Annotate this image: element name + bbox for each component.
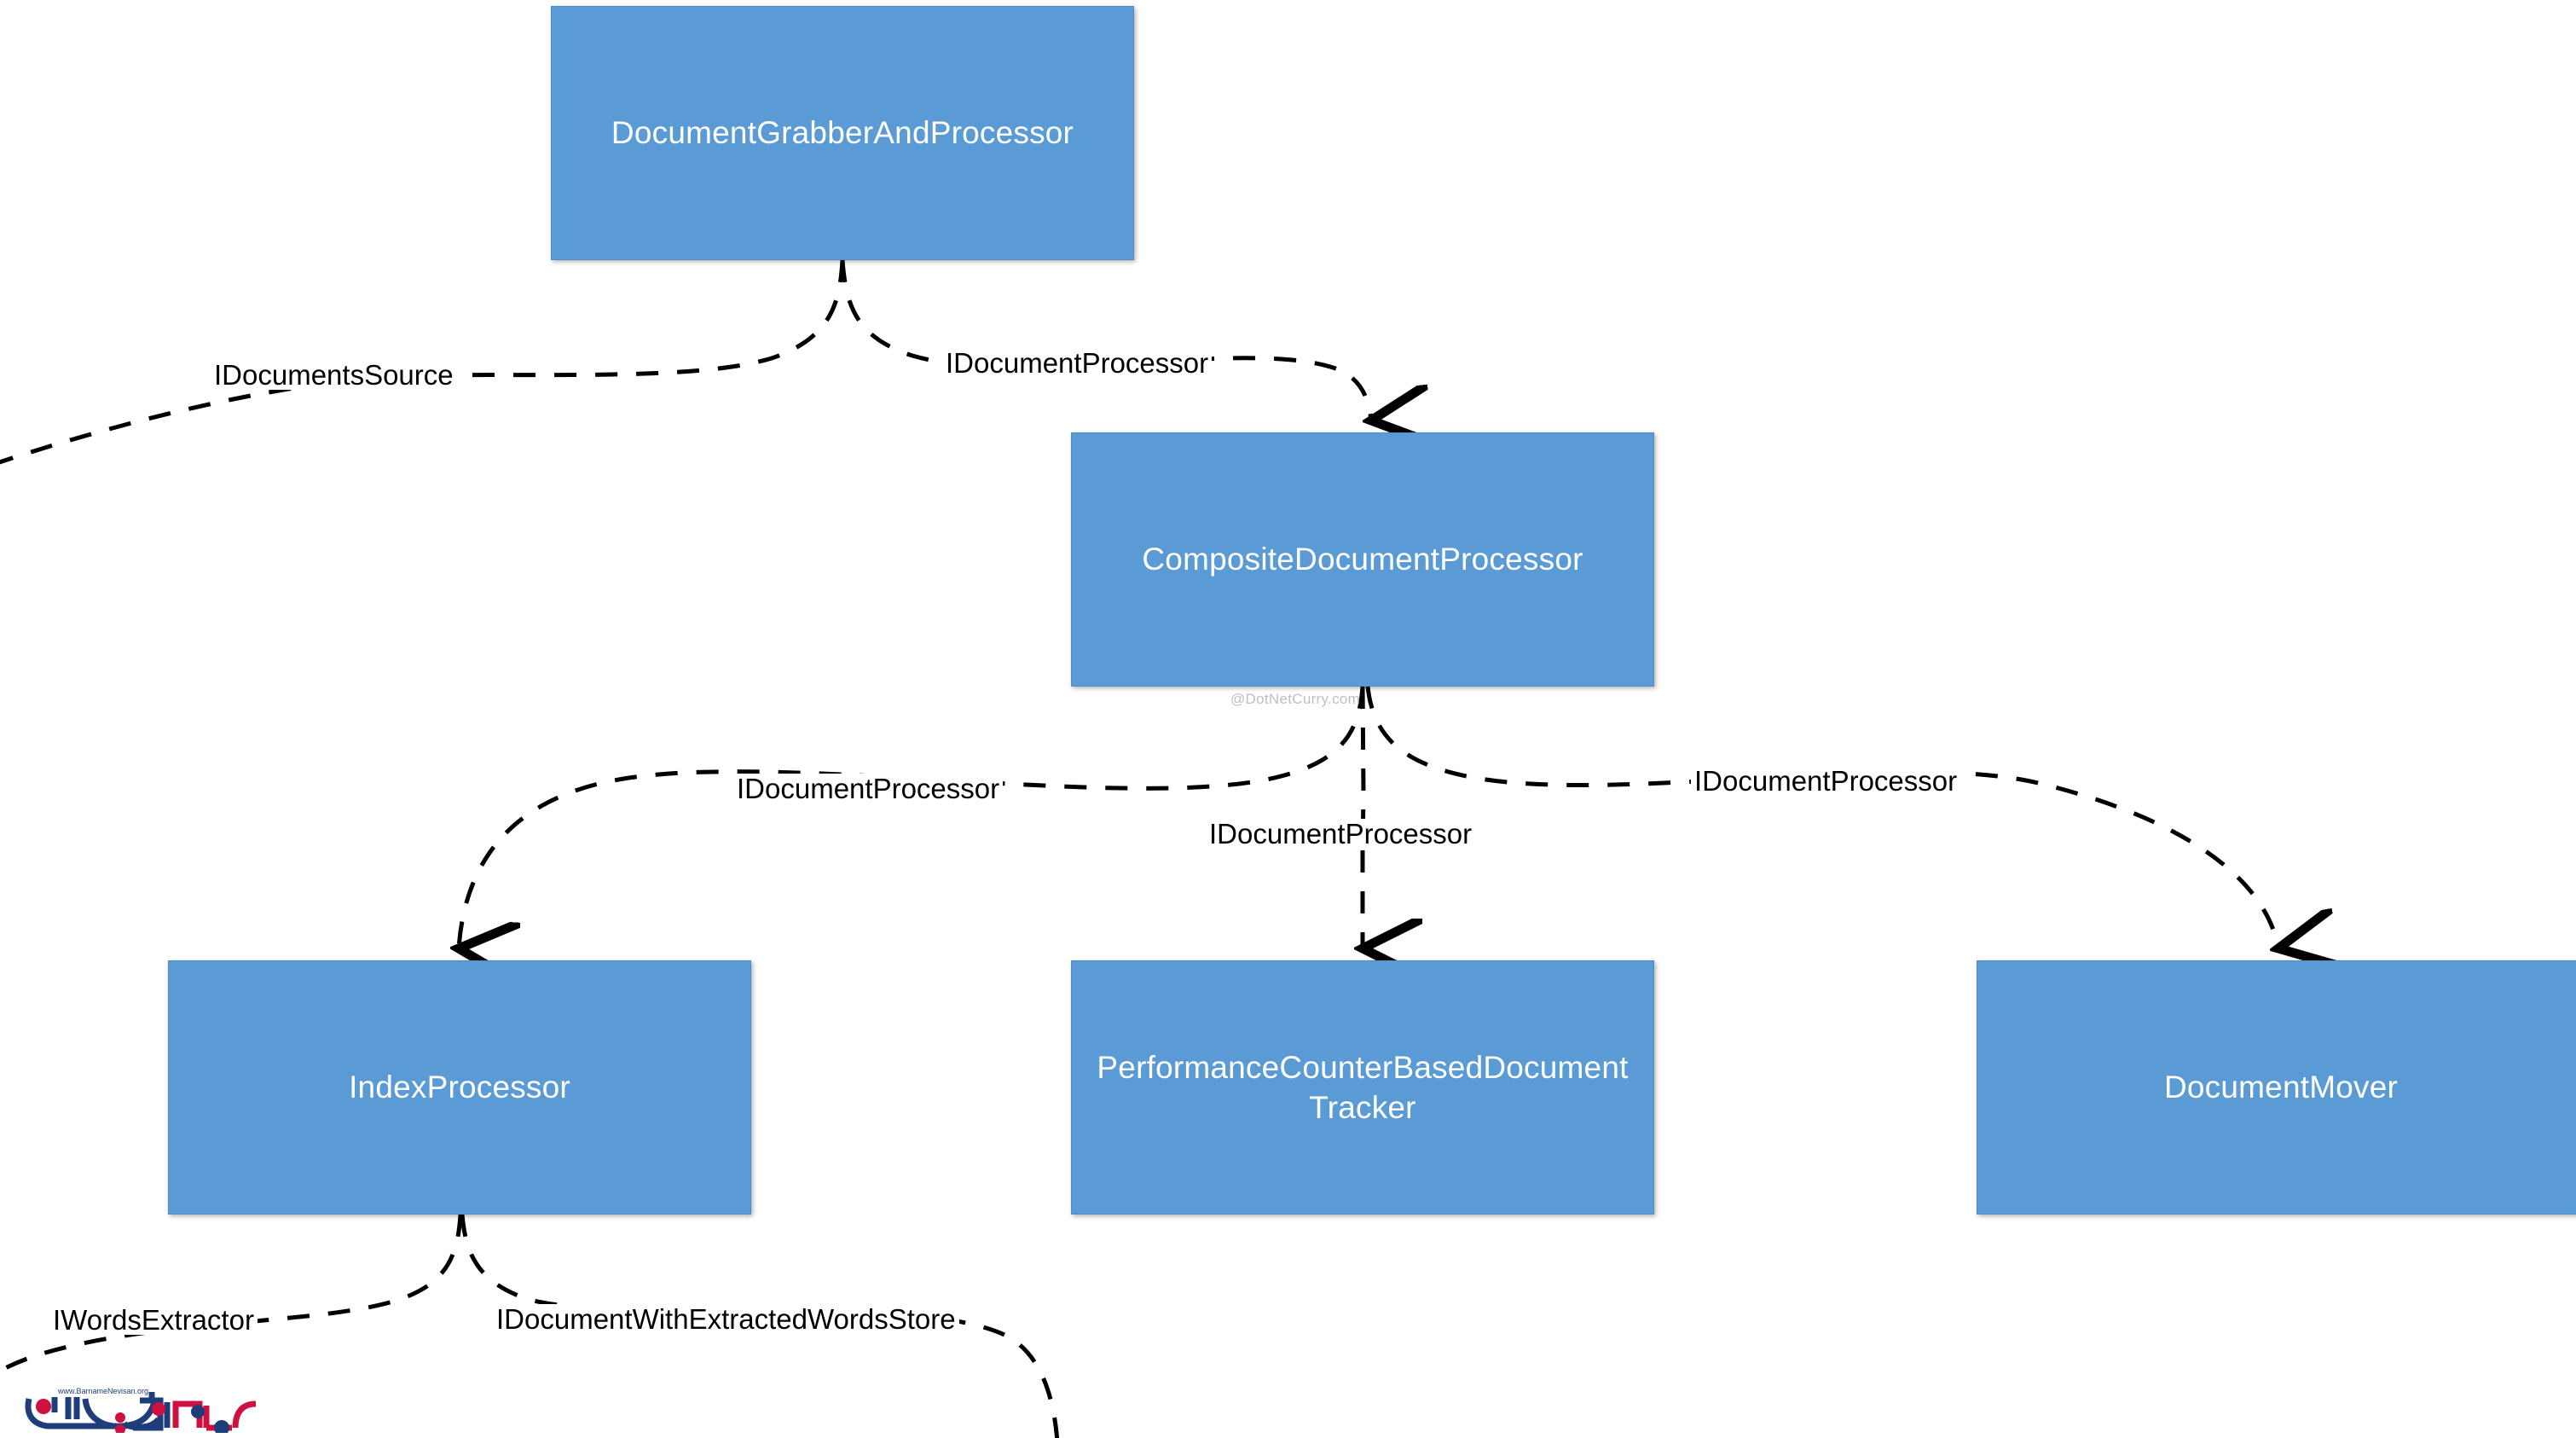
edge-line-composite-to-mover <box>1365 686 2278 948</box>
node-label: PerformanceCounterBasedDocument Tracker <box>1097 1049 1629 1125</box>
node-composite-document-processor[interactable]: CompositeDocumentProcessor <box>1071 432 1654 687</box>
node-label: DocumentGrabberAndProcessor <box>611 115 1074 151</box>
node-document-mover[interactable]: DocumentMover <box>1977 960 2576 1215</box>
edge-label-documents-source: IDocumentsSource <box>211 360 457 390</box>
node-label: DocumentMover <box>2163 1070 2399 1105</box>
edge-label-words-store: IDocumentWithExtractedWordsStore <box>493 1304 959 1334</box>
logo-url-text: www.BarnameNevisan.org <box>57 1387 148 1395</box>
edge-line-words-extractor <box>0 1214 463 1373</box>
node-performance-counter-based-document-tracker[interactable]: PerformanceCounterBasedDocument Tracker <box>1071 960 1654 1215</box>
edge-label-composite-to-index: IDocumentProcessor <box>733 774 1004 803</box>
node-index-processor[interactable]: IndexProcessor <box>168 960 751 1215</box>
edge-label-words-extractor: IWordsExtractor <box>49 1305 258 1335</box>
edge-line-grabber-to-composite <box>840 259 1371 420</box>
node-label: IndexProcessor <box>349 1070 570 1105</box>
node-label: CompositeDocumentProcessor <box>1142 542 1583 577</box>
node-document-grabber-and-processor[interactable]: DocumentGrabberAndProcessor <box>551 6 1134 260</box>
logo-dot-red <box>36 1399 51 1414</box>
edge-label-grabber-to-composite: IDocumentProcessor <box>942 348 1213 378</box>
edge-label-composite-to-tracker: IDocumentProcessor <box>1206 819 1476 849</box>
edge-label-composite-to-mover: IDocumentProcessor <box>1691 766 1961 796</box>
watermark-dotnetcurry: @DotNetCurry.com <box>1230 691 1361 707</box>
barnamenevisan-logo: www.BarnameNevisan.org <box>25 1387 257 1433</box>
